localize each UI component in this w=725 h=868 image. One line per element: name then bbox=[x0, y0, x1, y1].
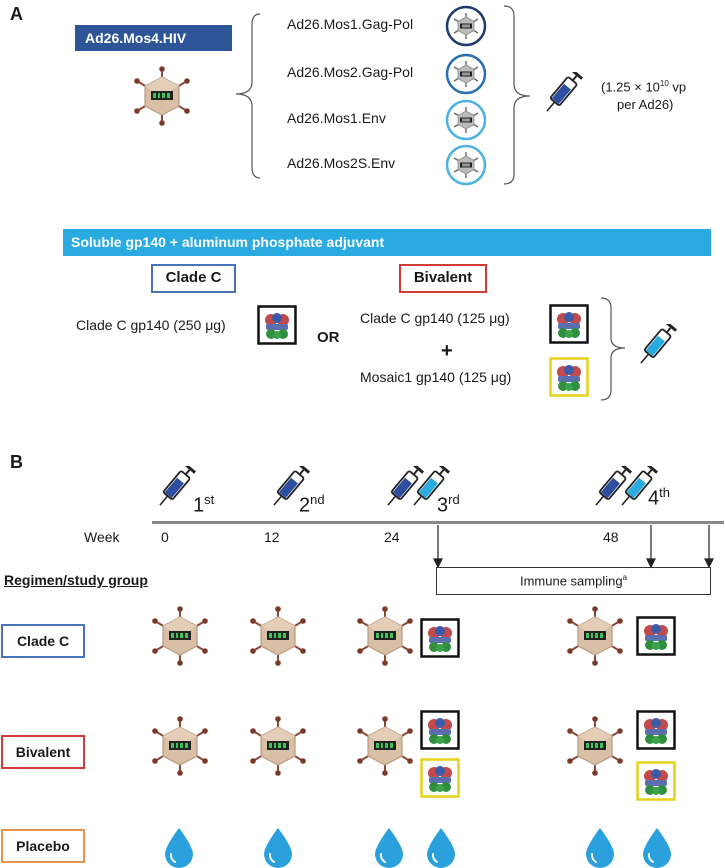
bivalent-wk48-mosaic-protein-icon bbox=[636, 761, 676, 801]
clade-c-wk0-adenovirus-icon bbox=[151, 606, 209, 666]
group-bivalent-label: Bivalent bbox=[1, 735, 85, 769]
protein-title-bar: Soluble gp140 + aluminum phosphate adjuv… bbox=[63, 229, 711, 256]
mos1-env-virus-icon bbox=[445, 99, 487, 141]
bivalent-wk24-mosaic-protein-icon bbox=[420, 758, 460, 798]
week-0: 0 bbox=[161, 529, 169, 545]
bivalent-wk24-clade-c-protein-icon bbox=[420, 710, 460, 750]
clade-c-protein-icon bbox=[257, 305, 297, 345]
component-mos1-gagpol: Ad26.Mos1.Gag-Pol bbox=[287, 16, 414, 32]
placebo-wk0-drop-icon bbox=[164, 827, 194, 868]
syringe-icon bbox=[543, 72, 584, 116]
dose-text-line1: (1.25 × 1010 vp bbox=[601, 79, 687, 95]
placebo-wk24-drop-1-icon bbox=[374, 827, 404, 868]
placebo-wk48-drop-1-icon bbox=[585, 827, 615, 868]
clade-c-wk48-adenovirus-icon bbox=[566, 606, 624, 666]
ad26-title-bar: Ad26.Mos4.HIV bbox=[75, 25, 232, 51]
protein-syringe-icon bbox=[637, 324, 678, 368]
bivalent-wk0-adenovirus-icon bbox=[151, 716, 209, 776]
panel-a-label: A bbox=[10, 4, 23, 24]
bivalent-wk48-adenovirus-icon bbox=[566, 716, 624, 776]
vaccination-4-label: 4th bbox=[648, 485, 670, 510]
group-clade-c-label: Clade C bbox=[1, 624, 85, 658]
bivalent-wk12-adenovirus-icon bbox=[249, 716, 307, 776]
or-text: OR bbox=[317, 329, 340, 346]
clade-c-wk24-protein-icon bbox=[420, 618, 460, 658]
component-mos1-env: Ad26.Mos1.Env bbox=[287, 110, 386, 126]
immune-sampling-box: Immune samplinga bbox=[436, 567, 711, 595]
clade-c-wk24-adenovirus-icon bbox=[356, 606, 414, 666]
group-placebo-label: Placebo bbox=[1, 829, 85, 863]
regimen-heading: Regimen/study group bbox=[4, 572, 148, 588]
component-mos2-gagpol: Ad26.Mos2.Gag-Pol bbox=[287, 64, 414, 80]
clade-c-dose: Clade C gp140 (250 μg) bbox=[76, 317, 226, 333]
panel-b-label: B bbox=[10, 452, 23, 472]
placebo-wk48-drop-2-icon bbox=[642, 827, 672, 868]
week-24: 24 bbox=[384, 529, 400, 545]
placebo-wk24-drop-2-icon bbox=[426, 827, 456, 868]
bivalent-wk24-adenovirus-icon bbox=[356, 716, 414, 776]
bivalent-dose-1: Clade C gp140 (125 μg) bbox=[360, 310, 510, 326]
right-brace bbox=[503, 5, 531, 185]
mos2-gagpol-virus-icon bbox=[445, 53, 487, 95]
week-48: 48 bbox=[603, 529, 619, 545]
mosaic1-protein-icon bbox=[549, 357, 589, 397]
bivalent-wk48-clade-c-protein-icon bbox=[636, 710, 676, 750]
adenovirus-icon bbox=[133, 66, 191, 126]
bivalent-clade-c-protein-icon bbox=[549, 304, 589, 344]
component-mos2s-env: Ad26.Mos2S.Env bbox=[287, 155, 396, 171]
vaccination-3-label: 3rd bbox=[437, 492, 460, 517]
placebo-wk12-drop-icon bbox=[263, 827, 293, 868]
week-12: 12 bbox=[264, 529, 280, 545]
vaccination-1-label: 1st bbox=[193, 492, 215, 517]
vaccination-2-label: 2nd bbox=[299, 492, 325, 517]
bivalent-dose-2: Mosaic1 gp140 (125 μg) bbox=[360, 369, 512, 385]
clade-c-label: Clade C bbox=[151, 264, 236, 293]
week-label: Week bbox=[84, 529, 120, 545]
sampling-arrows bbox=[433, 525, 714, 569]
mos1-gagpol-virus-icon bbox=[445, 5, 487, 47]
plus-text: + bbox=[441, 340, 453, 362]
timeline-axis bbox=[152, 521, 724, 524]
clade-c-wk12-adenovirus-icon bbox=[249, 606, 307, 666]
bivalent-label: Bivalent bbox=[399, 264, 487, 293]
protein-brace bbox=[600, 297, 626, 401]
clade-c-wk48-protein-icon bbox=[636, 616, 676, 656]
mos2s-env-virus-icon bbox=[445, 144, 487, 186]
left-brace bbox=[235, 13, 261, 179]
dose-text-line2: per Ad26) bbox=[617, 97, 674, 112]
